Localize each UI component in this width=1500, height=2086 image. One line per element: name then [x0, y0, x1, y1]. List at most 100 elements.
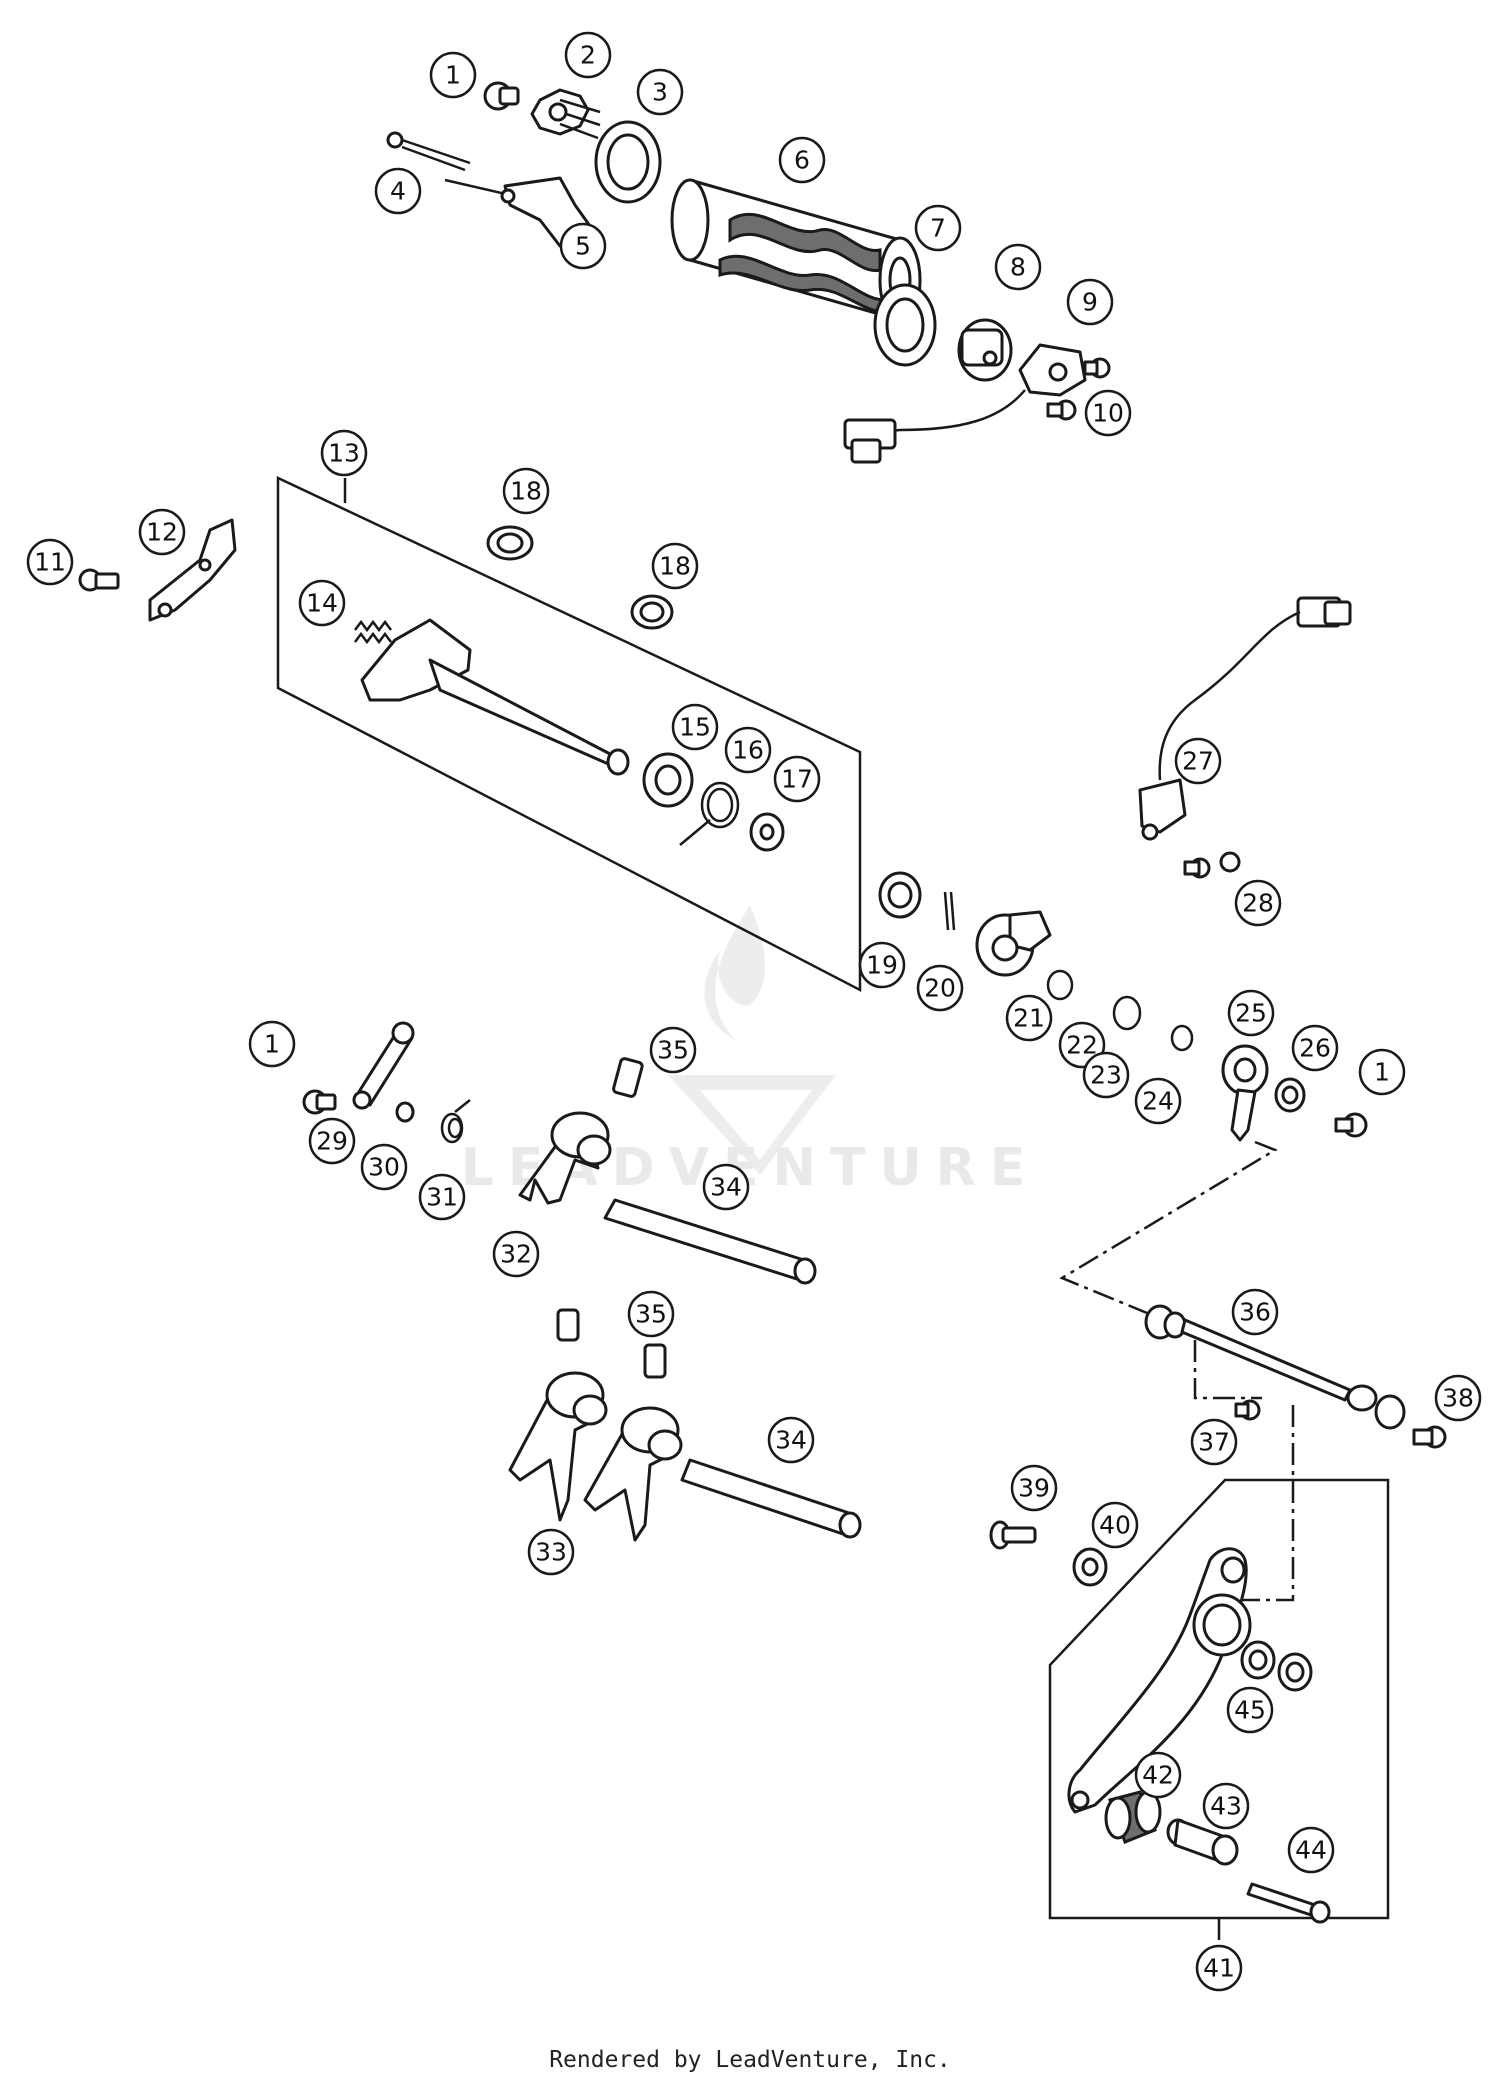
- callout-circle: [374, 167, 422, 215]
- callout-22: 22: [1058, 1021, 1106, 1069]
- callout-20: 20: [916, 964, 964, 1012]
- callout-circle: [1234, 879, 1282, 927]
- callout-circle: [778, 136, 826, 184]
- callout-circle: [1010, 1464, 1058, 1512]
- callout-16: 16: [724, 726, 772, 774]
- roller-part: [556, 1308, 580, 1342]
- pedal-tip-part: [1166, 1818, 1239, 1866]
- linkage-rod-part: [1144, 1304, 1406, 1430]
- shift-fork-part: [508, 1371, 608, 1522]
- shift-lever-part: [1221, 1044, 1269, 1142]
- shift-rail-part: [680, 1458, 862, 1539]
- callout-number: 41: [1203, 1954, 1235, 1983]
- callout-30: 30: [360, 1143, 408, 1191]
- callout-circle: [1287, 1826, 1335, 1874]
- callout-circle: [418, 1173, 466, 1221]
- callout-circle: [502, 467, 550, 515]
- callout-circle: [527, 1528, 575, 1576]
- roller-part: [612, 1057, 644, 1098]
- leader-lines: [343, 478, 1221, 1940]
- screw-part: [483, 81, 520, 111]
- callout-31: 31: [418, 1173, 466, 1221]
- callout-number: 3: [652, 78, 668, 107]
- callout-34: 34: [767, 1416, 815, 1464]
- callout-7: 7: [914, 204, 962, 252]
- callout-number: 22: [1066, 1031, 1098, 1060]
- callout-circle: [564, 31, 612, 79]
- bearing-part: [873, 283, 937, 367]
- callout-number: 14: [306, 589, 338, 618]
- callout-circle: [320, 429, 368, 477]
- callout-number: 24: [1142, 1087, 1174, 1116]
- callout-number: 44: [1295, 1836, 1327, 1865]
- callout-13: 13: [320, 429, 368, 477]
- callout-number: 43: [1210, 1792, 1242, 1821]
- pin-part: [943, 891, 956, 931]
- callout-circle: [1084, 389, 1132, 437]
- callout-number: 39: [1018, 1474, 1050, 1503]
- callout-38: 38: [1434, 1374, 1482, 1422]
- callout-number: 5: [575, 232, 591, 261]
- callout-33: 33: [527, 1528, 575, 1576]
- callout-number: 30: [368, 1153, 400, 1182]
- callout-circle: [994, 243, 1042, 291]
- washer-part: [1112, 995, 1142, 1031]
- screw-part: [989, 1520, 1037, 1550]
- bushing-part: [486, 525, 534, 561]
- callout-number: 20: [924, 974, 956, 1003]
- sensor-cable-part: [1138, 596, 1352, 841]
- callout-number: 28: [1242, 889, 1274, 918]
- callout-circle: [767, 1416, 815, 1464]
- callout-number: 15: [679, 713, 711, 742]
- callout-circle: [1174, 737, 1222, 785]
- callout-circle: [248, 1020, 296, 1068]
- callout-14: 14: [298, 579, 346, 627]
- callout-circle: [649, 1026, 697, 1074]
- callout-5: 5: [559, 222, 607, 270]
- callout-42: 42: [1134, 1751, 1182, 1799]
- callout-number: 23: [1090, 1061, 1122, 1090]
- callout-circle: [1231, 1288, 1279, 1336]
- callout-40: 40: [1091, 1501, 1139, 1549]
- watermark-logo: [668, 905, 836, 1175]
- callout-number: 34: [710, 1173, 742, 1202]
- callout-number: 13: [328, 439, 360, 468]
- sensor-ring-part: [957, 318, 1013, 382]
- callout-circle: [651, 542, 699, 590]
- callout-circle: [916, 964, 964, 1012]
- callout-number: 9: [1082, 288, 1098, 317]
- callout-19: 19: [858, 941, 906, 989]
- callout-circle: [636, 68, 684, 116]
- callout-circle: [1190, 1418, 1238, 1466]
- callout-43: 43: [1202, 1782, 1250, 1830]
- callout-number: 17: [781, 765, 813, 794]
- callout-circle: [429, 51, 477, 99]
- callout-circle: [773, 755, 821, 803]
- callout-number: 33: [535, 1538, 567, 1567]
- washer-part: [1072, 1547, 1108, 1587]
- screw-part: [1234, 1399, 1261, 1421]
- callout-39: 39: [1010, 1464, 1058, 1512]
- callout-35: 35: [649, 1026, 697, 1074]
- shift-fork-part: [583, 1406, 683, 1542]
- callout-number: 18: [510, 477, 542, 506]
- callout-number: 1: [1374, 1058, 1390, 1087]
- group-outline-13: [276, 476, 862, 993]
- callout-number: 11: [34, 548, 66, 577]
- callout-number: 1: [445, 61, 461, 90]
- callout-circle: [559, 222, 607, 270]
- callout-21: 21: [1005, 994, 1053, 1042]
- callout-circle: [308, 1117, 356, 1165]
- callout-number: 29: [316, 1127, 348, 1156]
- callout-number: 12: [146, 518, 178, 547]
- callout-circle: [858, 941, 906, 989]
- bearing-part: [594, 120, 662, 204]
- circlip-part: [1046, 969, 1074, 1001]
- callout-18: 18: [502, 467, 550, 515]
- callout-26: 26: [1291, 1024, 1339, 1072]
- lever-part: [352, 1021, 415, 1110]
- gear-sensor-part: [843, 343, 1087, 464]
- callout-4: 4: [374, 167, 422, 215]
- callout-circle: [360, 1143, 408, 1191]
- callout-3: 3: [636, 68, 684, 116]
